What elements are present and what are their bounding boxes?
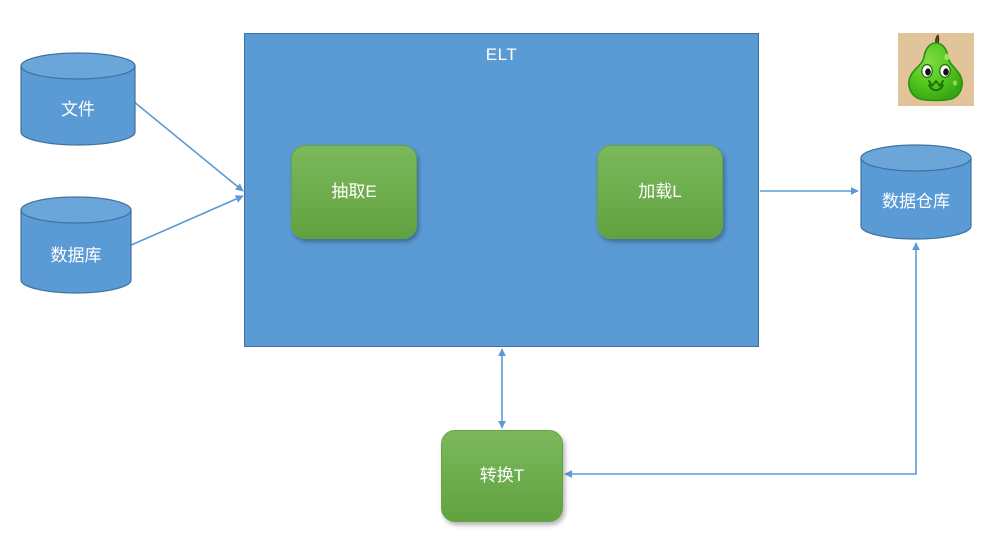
pear-mascot-icon: [908, 34, 963, 102]
source-cylinder-database[interactable]: 数据库: [20, 196, 132, 294]
cylinder-icon: [860, 144, 972, 240]
elt-container-title: ELT: [485, 45, 518, 64]
process-label-load: 加载L: [638, 182, 682, 201]
connector-database-to-elt: [128, 195, 244, 247]
process-box-load[interactable]: 加载L: [597, 145, 723, 239]
target-cylinder-warehouse[interactable]: 数据仓库: [860, 144, 972, 240]
process-box-transform[interactable]: 转换T: [441, 430, 563, 522]
cylinder-icon: [20, 196, 132, 294]
process-label-transform: 转换T: [479, 466, 525, 485]
source-cylinder-file[interactable]: 文件: [20, 52, 136, 146]
connector-warehouse-to-transform: [564, 242, 920, 478]
pear-mascot-avatar: [898, 33, 974, 106]
process-label-extract: 抽取E: [331, 182, 377, 201]
cylinder-icon: [20, 52, 136, 146]
process-box-extract[interactable]: 抽取E: [291, 145, 417, 239]
connector-file-to-elt: [132, 100, 244, 192]
